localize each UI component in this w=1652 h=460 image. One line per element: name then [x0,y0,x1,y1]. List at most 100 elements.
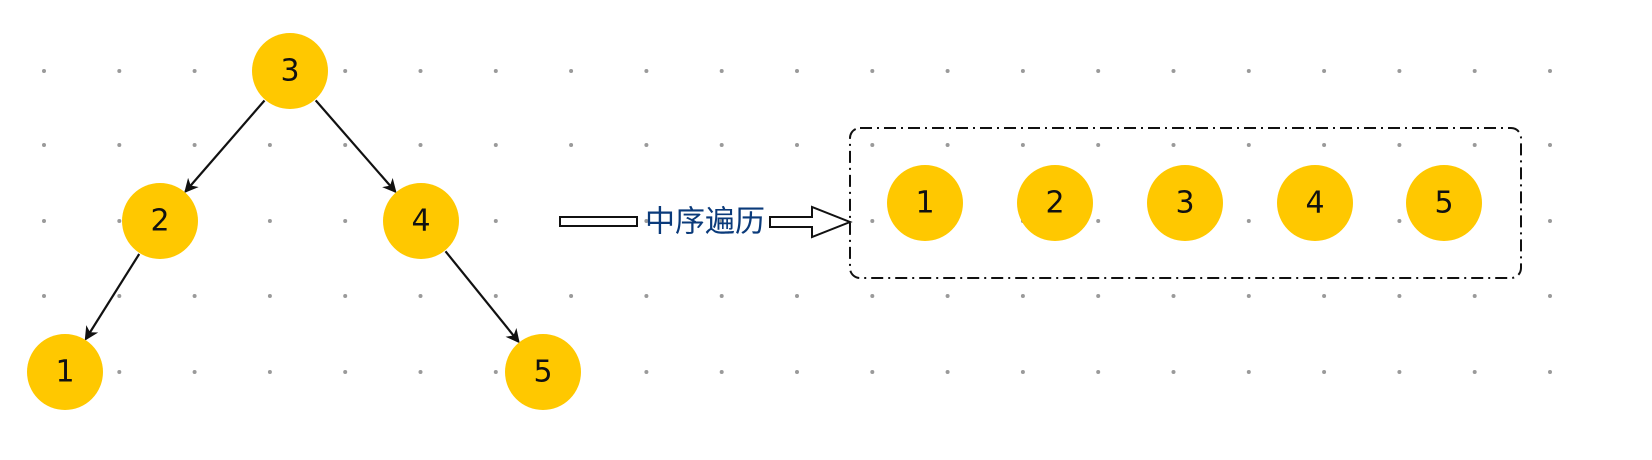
result-node-1: 1 [887,165,963,241]
grid-dot [795,294,799,298]
grid-dot [42,219,46,223]
grid-dot [1322,370,1327,374]
edge-2-to-1 [84,253,141,341]
grid-dot [569,143,574,147]
result-node-1-circle [887,165,963,241]
edge-3-to-2 [184,99,266,194]
tree-node-4-label: 4 [411,204,430,239]
grid-dot [192,370,197,374]
grid-dot [719,294,724,298]
grid-dot [1548,370,1552,374]
grid-dot [1096,219,1101,223]
grid-dot [870,219,875,223]
grid-dot [1472,69,1477,73]
result-node-1-label: 1 [915,186,934,221]
result-node-5: 5 [1406,165,1482,241]
grid-dot [418,69,423,73]
grid-dot [870,69,875,73]
tree-node-5-label: 5 [533,355,552,390]
result-node-4-label: 4 [1305,186,1324,221]
grid-dot [1171,143,1176,147]
grid-dot [719,219,724,223]
grid-dot [267,294,272,298]
grid-dot [42,69,46,73]
result-node-5-circle [1406,165,1482,241]
grid-dot [1171,294,1176,298]
grid-dot [644,219,649,223]
grid-dot [418,294,423,298]
grid-dot [795,143,799,147]
result-node-4-circle [1277,165,1353,241]
edge-4-to-5 [444,250,520,344]
traversal-arrow: 中序遍历 [559,205,853,240]
grid-dot [1397,294,1402,298]
grid-dot [117,294,122,298]
grid-dot [795,370,799,374]
tree-node-4-circle [383,183,459,259]
grid-dot [117,370,122,374]
grid-dot [493,370,498,374]
tree-node-1-label: 1 [55,355,74,390]
grid-dot [1096,69,1101,73]
grid-dot [343,370,348,374]
grid-dot [1397,69,1402,73]
result-node-2: 2 [1017,165,1093,241]
grid-dot [42,143,46,147]
grid-dot [1322,143,1327,147]
grid-dot [1322,69,1327,73]
grid-dot [1020,370,1025,374]
grid-dot [117,69,122,73]
result-node-4: 4 [1277,165,1353,241]
grid-dot [117,143,122,147]
grid-dot [870,143,875,147]
grid-dot [1096,370,1101,374]
grid-dot [945,370,950,374]
grid-dot [1096,294,1101,298]
grid-dot [1020,69,1025,73]
grid-dot [267,370,272,374]
grid-dot [192,294,197,298]
grid-dot [1472,143,1477,147]
arrow-shaft-left [559,216,638,227]
grid-dot [343,143,348,147]
grid-dot [569,294,574,298]
grid-dot [1397,370,1402,374]
grid-dot [1020,143,1025,147]
grid-dot [945,294,950,298]
grid-dot [1472,294,1477,298]
grid-dot [192,69,197,73]
result-node-2-label: 2 [1045,186,1064,221]
grid-dot [644,143,649,147]
grid-dot [1246,143,1251,147]
grid-dot [267,143,272,147]
grid-dot [1397,219,1402,223]
grid-dot [493,219,498,223]
grid-dot [1171,370,1176,374]
grid-dot [267,219,272,223]
result-node-3: 3 [1147,165,1223,241]
grid-dot [569,69,574,73]
tree-node-3-circle [252,33,328,109]
result-node-2-circle [1017,165,1093,241]
traversal-result: 1 2 3 4 5 [887,165,1482,241]
grid-dot [870,370,875,374]
edge-3-to-4 [314,99,397,194]
tree-node-1-circle [27,334,103,410]
grid-dot [644,370,649,374]
tree-node-2-circle [122,183,198,259]
grid-dot [1472,370,1477,374]
grid-dot [42,294,46,298]
grid-dot [1246,219,1251,223]
grid-dot [1397,143,1402,147]
grid-dot [1322,294,1327,298]
grid-dot [945,143,950,147]
grid-dot [795,69,799,73]
grid-dot [192,143,197,147]
grid-dot [1548,294,1552,298]
tree-node-1: 1 [27,334,103,410]
traversal-label: 中序遍历 [645,205,765,240]
grid-dot [343,219,348,223]
grid-dot [719,370,724,374]
